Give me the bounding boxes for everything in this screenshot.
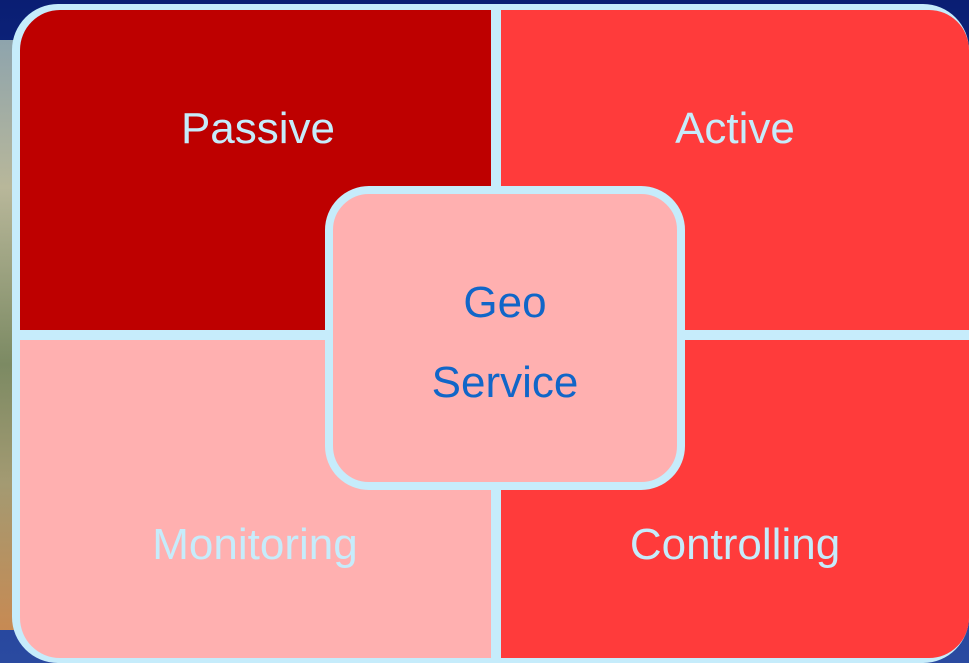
- monitoring-label: Monitoring: [152, 520, 358, 569]
- geo-service-box: Geo Service: [325, 186, 685, 490]
- controlling-label: Controlling: [629, 520, 841, 569]
- passive-label: Passive: [180, 104, 336, 153]
- active-label: Active: [675, 104, 795, 153]
- center-label-line2: Service: [431, 358, 579, 407]
- center-label-line1: Geo: [463, 278, 547, 327]
